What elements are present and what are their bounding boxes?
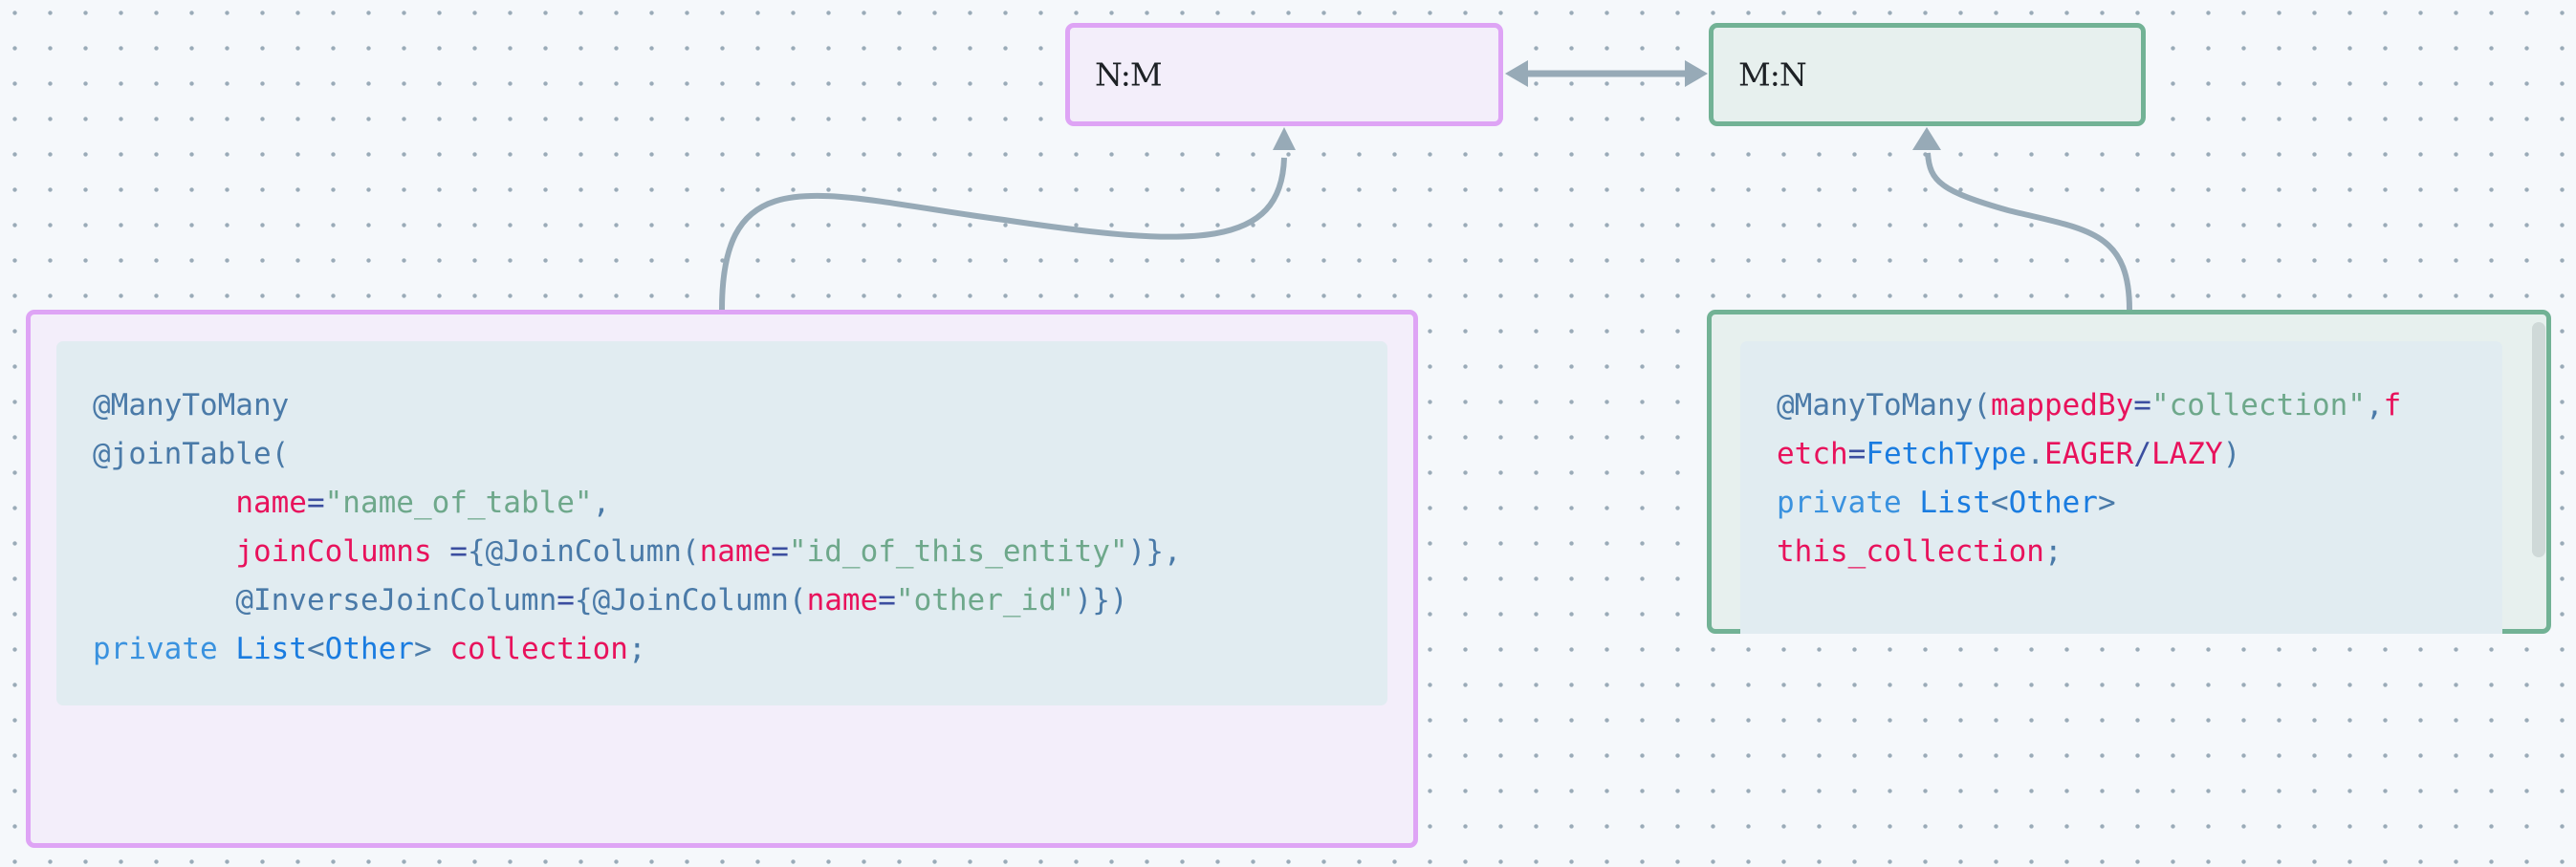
code-token-attr: f <box>2383 388 2402 423</box>
code-line: private List<Other> <box>1777 479 2502 528</box>
arrowhead-icon <box>1273 127 1296 150</box>
code-token-type: Other <box>2008 486 2098 520</box>
code-token-ann: @ManyToMany <box>1777 388 1974 423</box>
code-token-attr: name <box>235 486 307 520</box>
code-line: @ManyToMany <box>93 381 1387 430</box>
code-token-attr: joinColumns <box>235 534 432 569</box>
code-token-punc: )}) <box>1074 583 1128 618</box>
mn-node-label: M:N <box>1738 55 1807 94</box>
code-token-op: = <box>771 534 789 569</box>
code-token-op: / <box>2133 437 2151 471</box>
code-token-op: = <box>431 534 468 569</box>
code-token-ws <box>93 534 235 569</box>
code-token-str: "collection" <box>2150 388 2366 423</box>
edge-owner-to-nm[interactable] <box>719 157 1287 311</box>
code-token-punc: ; <box>2043 534 2063 569</box>
code-token-punc: {@JoinColumn( <box>574 583 807 618</box>
nm-node-label: N:M <box>1095 55 1163 94</box>
code-token-op: = <box>2133 388 2151 423</box>
code-token-type: Other <box>324 632 414 666</box>
code-token-ws <box>218 632 236 666</box>
code-token-op: = <box>306 486 325 520</box>
code-token-punc: < <box>306 632 325 666</box>
code-token-ws <box>93 486 235 520</box>
code-line: etch=FetchType.EAGER/LAZY) <box>1777 430 2502 479</box>
code-token-punc: ( <box>1973 388 1991 423</box>
code-line: this_collection; <box>1777 528 2502 576</box>
code-token-ann: @InverseJoinColumn <box>235 583 557 618</box>
code-token-punc: {@JoinColumn( <box>467 534 700 569</box>
code-token-str: "name_of_table" <box>324 486 593 520</box>
mn-node[interactable]: M:N <box>1709 23 2146 126</box>
code-token-punc: > <box>2097 486 2116 520</box>
code-token-op: = <box>878 583 896 618</box>
code-token-str: "other_id" <box>895 583 1075 618</box>
code-token-punc: , <box>2365 388 2384 423</box>
code-line: @InverseJoinColumn={@JoinColumn(name="ot… <box>93 576 1387 625</box>
code-token-punc: , <box>592 486 611 520</box>
code-token-var: collection <box>449 632 628 666</box>
code-token-punc: ; <box>627 632 646 666</box>
code-line: @ManyToMany(mappedBy="collection",f <box>1777 381 2502 430</box>
code-token-str: "id_of_this_entity" <box>788 534 1128 569</box>
code-token-type: List <box>235 632 307 666</box>
owner-code-node[interactable]: @ManyToMany@joinTable( name="name_of_tab… <box>26 310 1418 848</box>
code-token-punc: )}, <box>1127 534 1182 569</box>
code-line: @joinTable( <box>93 430 1387 479</box>
code-token-punc: > <box>413 632 432 666</box>
code-token-var: this_collection <box>1777 534 2044 569</box>
code-token-op: = <box>557 583 575 618</box>
code-token-ws <box>1902 486 1920 520</box>
code-line: private List<Other> collection; <box>93 625 1387 674</box>
arrowhead-left-icon <box>1505 60 1528 87</box>
code-token-attr: LAZY <box>2150 437 2223 471</box>
code-token-type: FetchType <box>1866 437 2027 471</box>
arrowhead-icon <box>1912 127 1941 150</box>
code-token-punc: < <box>1990 486 2009 520</box>
code-token-attr: name <box>699 534 772 569</box>
code-token-attr: etch <box>1777 437 1848 471</box>
code-token-ann: @joinTable( <box>93 437 290 471</box>
code-line: name="name_of_table", <box>93 479 1387 528</box>
nm-node[interactable]: N:M <box>1065 23 1503 126</box>
code-token-type: List <box>1919 486 1991 520</box>
code-token-punc: . <box>2026 437 2044 471</box>
code-token-attr: mappedBy <box>1990 388 2134 423</box>
code-token-ann: @ManyToMany <box>93 388 290 423</box>
code-token-attr: name <box>806 583 879 618</box>
code-token-op: = <box>1847 437 1867 471</box>
arrowhead-right-icon <box>1685 60 1708 87</box>
code-token-kw: private <box>1777 486 1902 520</box>
edge-inverse-to-mn[interactable] <box>1925 152 2132 311</box>
code-token-attr: EAGER <box>2043 437 2134 471</box>
owner-code-block: @ManyToMany@joinTable( name="name_of_tab… <box>56 341 1387 705</box>
scrollbar-thumb[interactable] <box>2532 322 2545 557</box>
code-token-ws <box>93 583 235 618</box>
code-token-punc: ) <box>2222 437 2241 471</box>
code-line: joinColumns ={@JoinColumn(name="id_of_th… <box>93 528 1387 576</box>
code-token-kw: private <box>93 632 218 666</box>
code-token-ws <box>432 632 450 666</box>
